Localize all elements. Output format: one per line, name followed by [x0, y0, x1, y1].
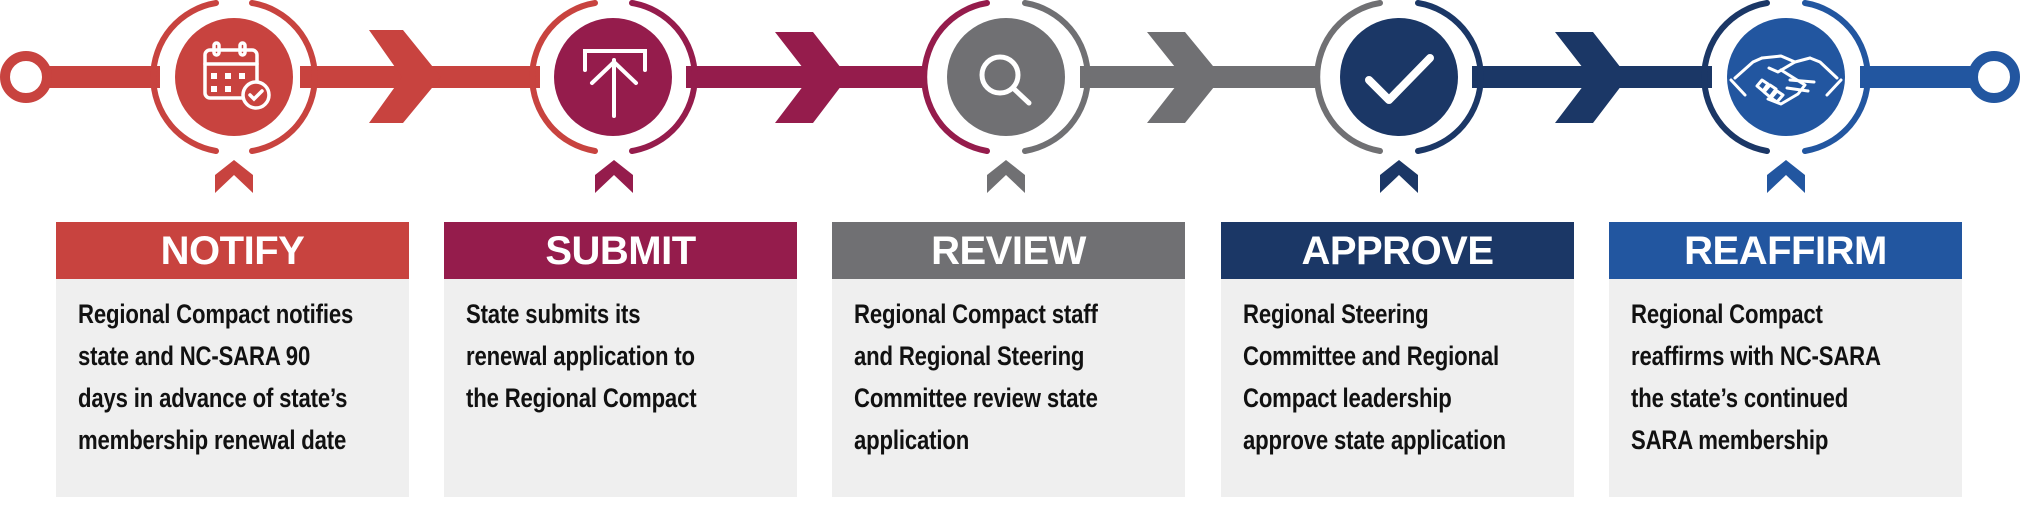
checkmark-icon	[1365, 54, 1434, 104]
timeline-end-circle	[1968, 51, 2020, 103]
step-pointer-chevron-icon	[1380, 160, 1418, 193]
card-body: Regional Compact reaffirms with NC-SARA …	[1609, 279, 1962, 497]
step-node-review	[921, 0, 1091, 193]
card-body: Regional Steering Committee and Regional…	[1221, 279, 1574, 497]
step-description: Regional Compact notifies state and NC-S…	[78, 299, 354, 455]
step-description: State submits its renewal application to…	[466, 299, 697, 413]
step-title: APPROVE	[1301, 228, 1494, 273]
step-node-notify	[150, 0, 318, 193]
arrow-chevron-icon	[1555, 32, 1628, 123]
card-body: Regional Compact staff and Regional Stee…	[832, 279, 1185, 497]
card-body: State submits its renewal application to…	[444, 279, 797, 497]
step-pointer-chevron-icon	[987, 160, 1025, 193]
step-card-submit: SUBMIT State submits its renewal applica…	[444, 222, 797, 497]
card-header: APPROVE	[1221, 222, 1574, 279]
arrow-chevron-icon	[1147, 32, 1222, 123]
step-node-reaffirm	[1701, 0, 1871, 193]
step-title: NOTIFY	[160, 228, 305, 273]
step-node-submit	[529, 0, 698, 193]
step-pointer-chevron-icon	[595, 160, 633, 193]
step-card-approve: APPROVE Regional Steering Committee and …	[1221, 222, 1574, 497]
calendar-check-icon	[203, 41, 271, 110]
arrow-chevron-icon	[775, 32, 848, 123]
step-card-notify: NOTIFY Regional Compact notifies state a…	[56, 222, 409, 497]
card-header: NOTIFY	[56, 222, 409, 279]
step-node-approve	[1314, 0, 1484, 193]
step-card-reaffirm: REAFFIRM Regional Compact reaffirms with…	[1609, 222, 1962, 497]
step-title: REAFFIRM	[1684, 228, 1887, 273]
card-header: REVIEW	[832, 222, 1185, 279]
step-description: Regional Compact staff and Regional Stee…	[854, 299, 1098, 455]
step-description: Regional Compact reaffirms with NC-SARA …	[1631, 299, 1881, 455]
step-pointer-chevron-icon	[1767, 160, 1805, 193]
step-description: Regional Steering Committee and Regional…	[1243, 299, 1506, 455]
card-header: SUBMIT	[444, 222, 797, 279]
magnifier-icon	[979, 54, 1032, 106]
arrow-chevron-icon	[369, 30, 441, 123]
step-pointer-chevron-icon	[215, 160, 253, 193]
step-title: REVIEW	[931, 228, 1086, 273]
card-body: Regional Compact notifies state and NC-S…	[56, 279, 409, 497]
handshake-icon	[1729, 54, 1843, 106]
upload-arrow-icon	[583, 49, 647, 118]
card-header: REAFFIRM	[1609, 222, 1962, 279]
step-card-review: REVIEW Regional Compact staff and Region…	[832, 222, 1185, 497]
process-timeline	[0, 0, 2020, 193]
timeline-start-circle	[0, 51, 52, 103]
step-title: SUBMIT	[545, 228, 696, 273]
